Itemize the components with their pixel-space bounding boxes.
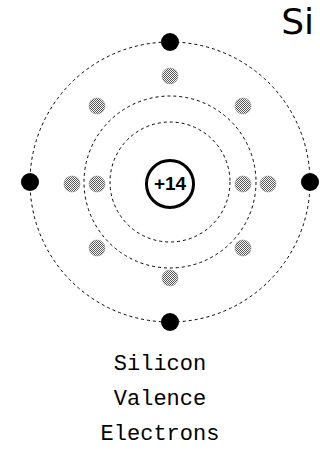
inner-electrons: [64, 68, 276, 286]
electron-shells: [30, 42, 310, 322]
valence-electrons: [21, 33, 319, 331]
caption-text: Silicon Valence Electrons: [85, 347, 235, 452]
nucleus-charge: +14: [154, 173, 186, 195]
element-symbol: Si: [281, 2, 314, 42]
nucleus-circle: +14: [143, 157, 197, 211]
